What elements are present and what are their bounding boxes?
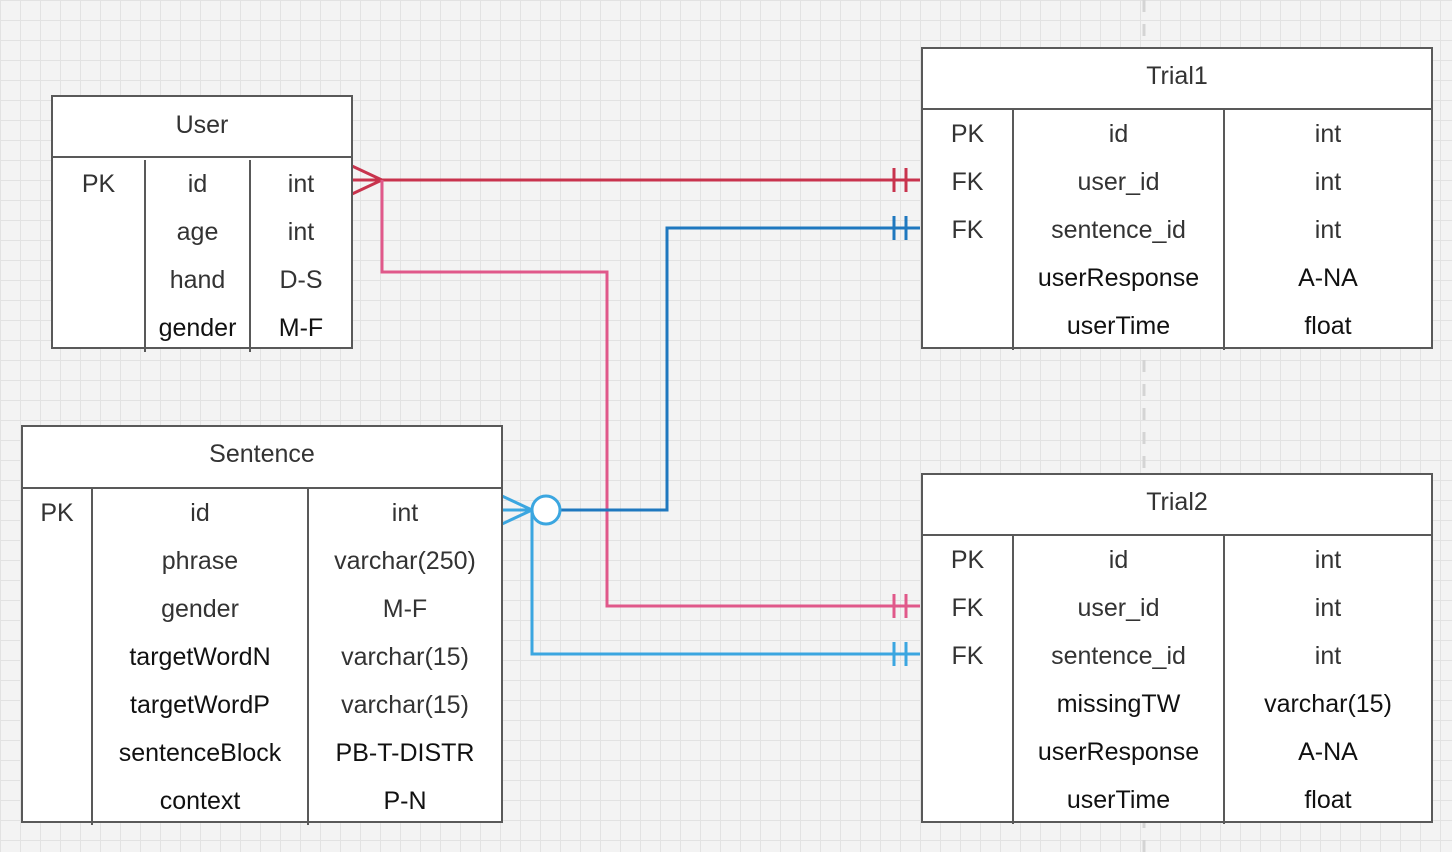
rel-user-trial2-line bbox=[380, 180, 920, 608]
field-type: M-F bbox=[278, 314, 324, 342]
field-name: id bbox=[190, 499, 210, 527]
field-type: int bbox=[1314, 546, 1342, 574]
field-name: sentence_id bbox=[1051, 642, 1186, 670]
field-type: int bbox=[1314, 168, 1342, 196]
field-name: missingTW bbox=[1056, 690, 1181, 718]
key-cell: FK bbox=[951, 642, 984, 670]
field-type: int bbox=[1314, 120, 1342, 148]
entity-sentence[interactable]: Sentence PK id phrase gender targetWordN… bbox=[21, 425, 503, 825]
entity-title: Sentence bbox=[23, 427, 501, 489]
field-type: varchar(15) bbox=[341, 691, 469, 719]
key-cell: FK bbox=[951, 216, 984, 244]
field-type: D-S bbox=[279, 266, 323, 294]
field-name: context bbox=[159, 787, 241, 815]
field-type: int bbox=[1314, 594, 1342, 622]
rel-sentence-trial1-line bbox=[561, 226, 920, 512]
field-type: varchar(15) bbox=[341, 643, 469, 671]
field-type: A-NA bbox=[1298, 264, 1358, 292]
key-cell: PK bbox=[81, 170, 116, 198]
key-cell: PK bbox=[40, 499, 74, 527]
key-cell: FK bbox=[951, 168, 984, 196]
entity-title: Trial2 bbox=[923, 475, 1431, 536]
field-type: int bbox=[1314, 642, 1342, 670]
field-type: P-N bbox=[383, 787, 427, 815]
key-cell: PK bbox=[950, 120, 985, 148]
rel-user-trial1[interactable] bbox=[351, 164, 920, 196]
field-name: userTime bbox=[1066, 786, 1171, 814]
field-type: float bbox=[1304, 786, 1352, 814]
field-name: gender bbox=[158, 314, 237, 342]
entity-trial2[interactable]: Trial2 PK FK FK id user_id sentence_id m… bbox=[921, 473, 1433, 824]
field-name: targetWordN bbox=[129, 643, 271, 671]
field-type: M-F bbox=[382, 595, 428, 623]
field-name: userResponse bbox=[1037, 738, 1200, 766]
field-name: phrase bbox=[161, 547, 239, 575]
key-cell: FK bbox=[951, 594, 984, 622]
rel-sentence-trial1[interactable] bbox=[561, 216, 920, 512]
field-name: sentence_id bbox=[1051, 216, 1186, 244]
field-type: varchar(250) bbox=[334, 547, 476, 575]
field-name: userResponse bbox=[1037, 264, 1200, 292]
field-name: userTime bbox=[1066, 312, 1171, 340]
entity-trial1[interactable]: Trial1 PK FK FK id user_id sentence_id u… bbox=[921, 47, 1433, 350]
field-type: A-NA bbox=[1298, 738, 1358, 766]
field-type: int bbox=[1314, 216, 1342, 244]
field-name: targetWordP bbox=[130, 691, 270, 719]
field-name: hand bbox=[169, 266, 226, 294]
field-type: int bbox=[391, 499, 419, 527]
entity-title: User bbox=[53, 97, 351, 158]
field-type: int bbox=[287, 170, 315, 198]
rel-sentence-trial2[interactable] bbox=[501, 494, 920, 666]
field-name: sentenceBlock bbox=[118, 739, 282, 767]
key-cell: PK bbox=[950, 546, 985, 574]
field-name: gender bbox=[161, 595, 239, 623]
field-name: age bbox=[176, 218, 219, 246]
field-name: user_id bbox=[1077, 594, 1160, 622]
field-type: varchar(15) bbox=[1264, 690, 1392, 718]
field-name: id bbox=[1108, 120, 1129, 148]
field-type: int bbox=[287, 218, 315, 246]
rel-user-trial2[interactable] bbox=[380, 180, 920, 618]
field-name: id bbox=[187, 170, 208, 198]
zero-circle-icon bbox=[530, 494, 562, 526]
field-name: id bbox=[1108, 546, 1129, 574]
field-type: PB-T-DISTR bbox=[335, 739, 475, 767]
field-name: user_id bbox=[1077, 168, 1160, 196]
entity-title: Trial1 bbox=[923, 49, 1431, 110]
entity-user[interactable]: User PK id age hand gender int int D-S M… bbox=[51, 95, 353, 352]
rel-sentence-trial2-line bbox=[530, 510, 920, 656]
field-type: float bbox=[1304, 312, 1352, 340]
